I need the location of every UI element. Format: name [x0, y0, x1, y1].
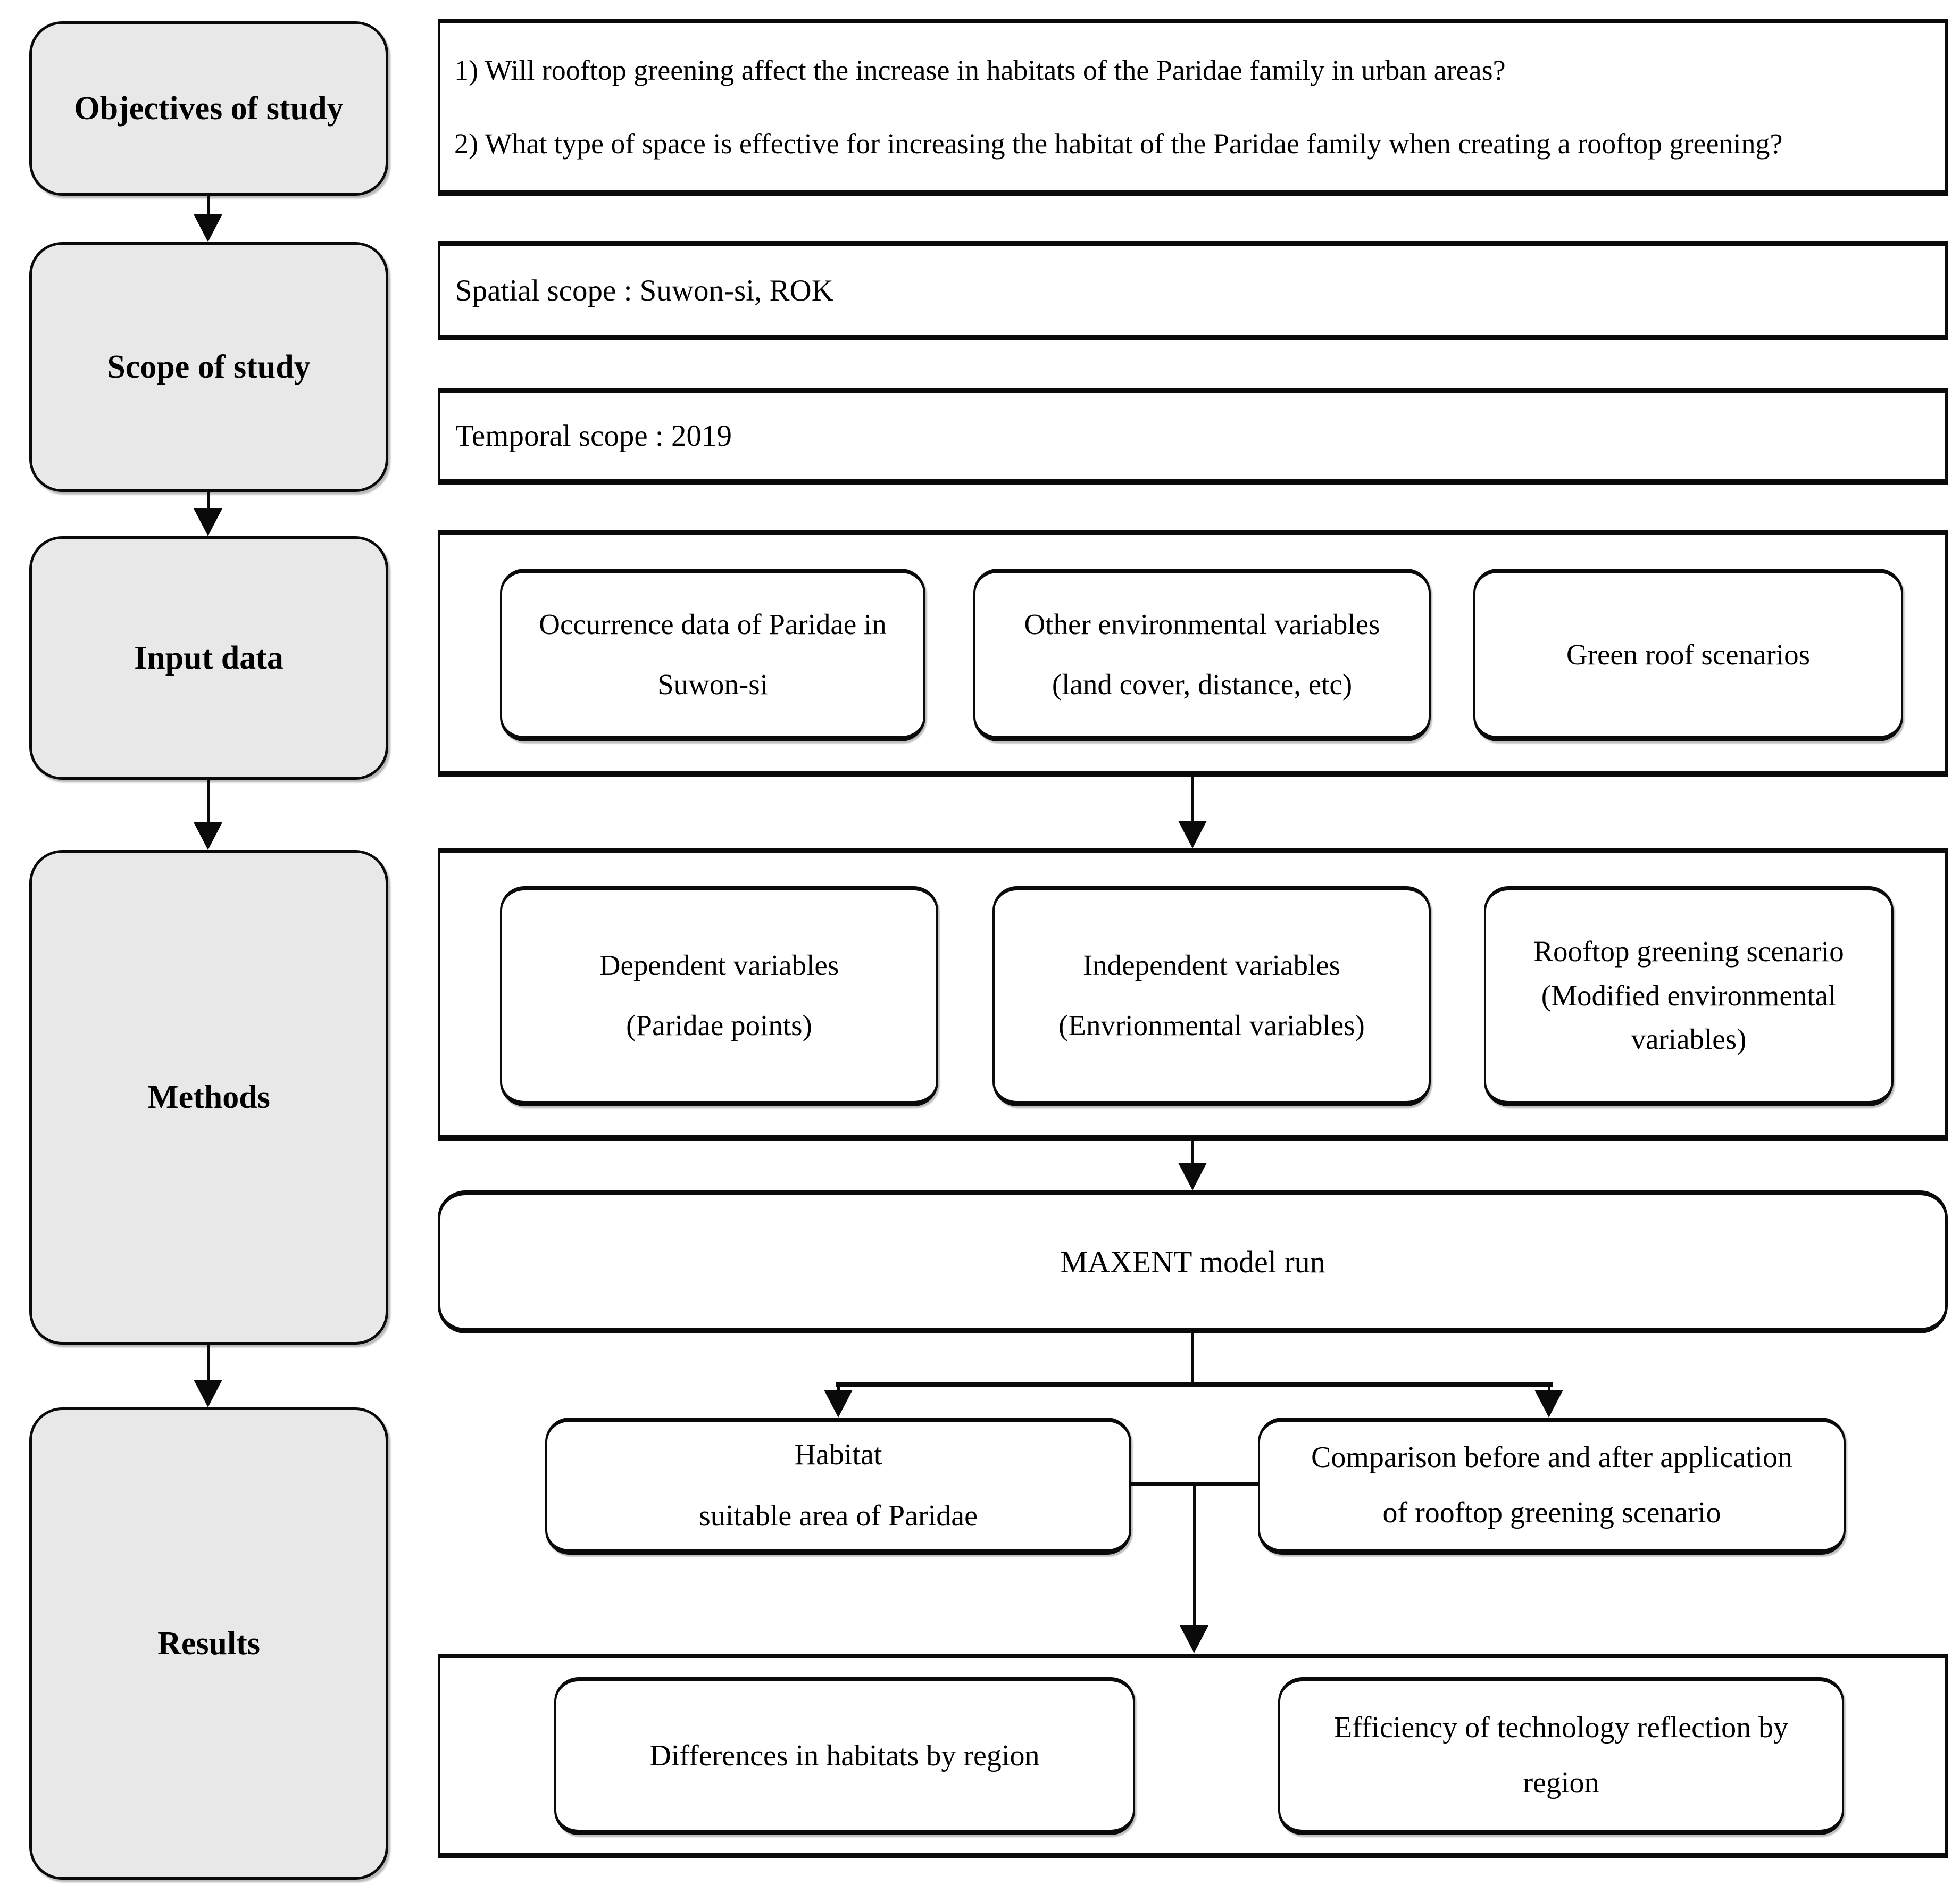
input-box-green-roof-scenarios: Green roof scenarios: [1473, 569, 1903, 741]
split-connector-line: [836, 1382, 1553, 1387]
methods-box-independent-variables: Independent variables (Envrionmental var…: [992, 886, 1431, 1106]
question-1: 1) Will rooftop greening affect the incr…: [454, 54, 1506, 86]
input-box-environmental-variables: Other environmental variables (land cove…: [973, 569, 1431, 741]
arrow-down-icon: [1178, 1163, 1207, 1190]
stage-methods: Methods: [29, 850, 388, 1345]
differences-by-region-box: Differences in habitats by region: [554, 1677, 1135, 1835]
box-line: Other environmental variables: [1024, 607, 1380, 640]
input-box-occurrence: Occurrence data of Paridae in Suwon-si: [500, 569, 925, 741]
arrow-down-icon: [1534, 1390, 1563, 1418]
box-line: Rooftop greening scenario: [1533, 935, 1844, 968]
box-line: Dependent variables: [599, 949, 839, 982]
box-line: of rooftop greening scenario: [1382, 1496, 1721, 1529]
box-line: (Envrionmental variables): [1058, 1009, 1365, 1041]
box-line: Independent variables: [1082, 949, 1341, 982]
flow-line-methods-to-results: [207, 1345, 210, 1382]
temporal-scope-text: Temporal scope : 2019: [455, 419, 732, 453]
arrow-down-icon: [1180, 1625, 1208, 1653]
box-line: (Modified environmental: [1541, 979, 1837, 1012]
arrow-down-icon: [1178, 821, 1207, 848]
flow-line-methodspanel-to-maxent: [1191, 1141, 1194, 1168]
stage-input-data: Input data: [29, 536, 388, 780]
comparison-before-after-box: Comparison before and after application …: [1258, 1418, 1846, 1555]
arrow-down-icon: [824, 1390, 853, 1418]
stage-label: Scope of study: [107, 348, 311, 385]
habitat-suitable-area-box: Habitat suitable area of Paridae: [545, 1418, 1131, 1555]
box-line: variables): [1631, 1023, 1747, 1056]
box-line: Occurrence data of Paridae in: [539, 607, 887, 640]
spatial-scope-panel: Spatial scope : Suwon-si, ROK: [438, 241, 1948, 340]
efficiency-by-region-box: Efficiency of technology reflection by r…: [1278, 1677, 1844, 1835]
box-line: (Paridae points): [626, 1009, 812, 1041]
arrow-down-icon: [194, 508, 222, 536]
box-line: Green roof scenarios: [1566, 638, 1811, 671]
maxent-model-box: MAXENT model run: [438, 1190, 1948, 1333]
stage-label: Objectives of study: [74, 90, 344, 127]
flow-line-input-to-methods: [207, 780, 210, 825]
stage-results: Results: [29, 1407, 388, 1880]
stage-label: Methods: [147, 1079, 270, 1115]
methods-box-rooftop-scenario: Rooftop greening scenario (Modified envi…: [1484, 886, 1894, 1106]
box-line: Efficiency of technology reflection by: [1333, 1711, 1789, 1744]
arrow-down-icon: [194, 822, 222, 850]
flow-line-maxent-to-split: [1191, 1333, 1194, 1386]
stage-label: Results: [157, 1625, 260, 1662]
box-line: Comparison before and after application: [1311, 1441, 1792, 1474]
stage-label: Input data: [134, 639, 283, 676]
flow-line-inputpanel-to-methodspanel: [1191, 777, 1194, 824]
methods-box-dependent-variables: Dependent variables (Paridae points): [500, 886, 938, 1106]
question-2: 2) What type of space is effective for i…: [454, 127, 1783, 160]
box-line: Differences in habitats by region: [649, 1739, 1040, 1772]
maxent-label: MAXENT model run: [1060, 1244, 1325, 1279]
box-line: suitable area of Paridae: [699, 1499, 978, 1532]
spatial-scope-text: Spatial scope : Suwon-si, ROK: [455, 273, 833, 307]
box-line: Suwon-si: [657, 668, 768, 701]
temporal-scope-panel: Temporal scope : 2019: [438, 388, 1948, 485]
flow-line-objectives-to-scope: [207, 196, 210, 220]
box-line: (land cover, distance, etc): [1052, 668, 1353, 701]
flow-line-scope-to-input: [207, 492, 210, 513]
objectives-panel: 1) Will rooftop greening affect the incr…: [438, 19, 1948, 196]
stage-objectives: Objectives of study: [29, 21, 388, 196]
arrow-down-icon: [194, 1380, 222, 1407]
box-line: Habitat: [794, 1438, 882, 1472]
stage-scope: Scope of study: [29, 242, 388, 492]
box-line: region: [1523, 1766, 1599, 1799]
arrow-down-icon: [194, 214, 222, 242]
flow-line-to-results-panel: [1193, 1484, 1196, 1627]
